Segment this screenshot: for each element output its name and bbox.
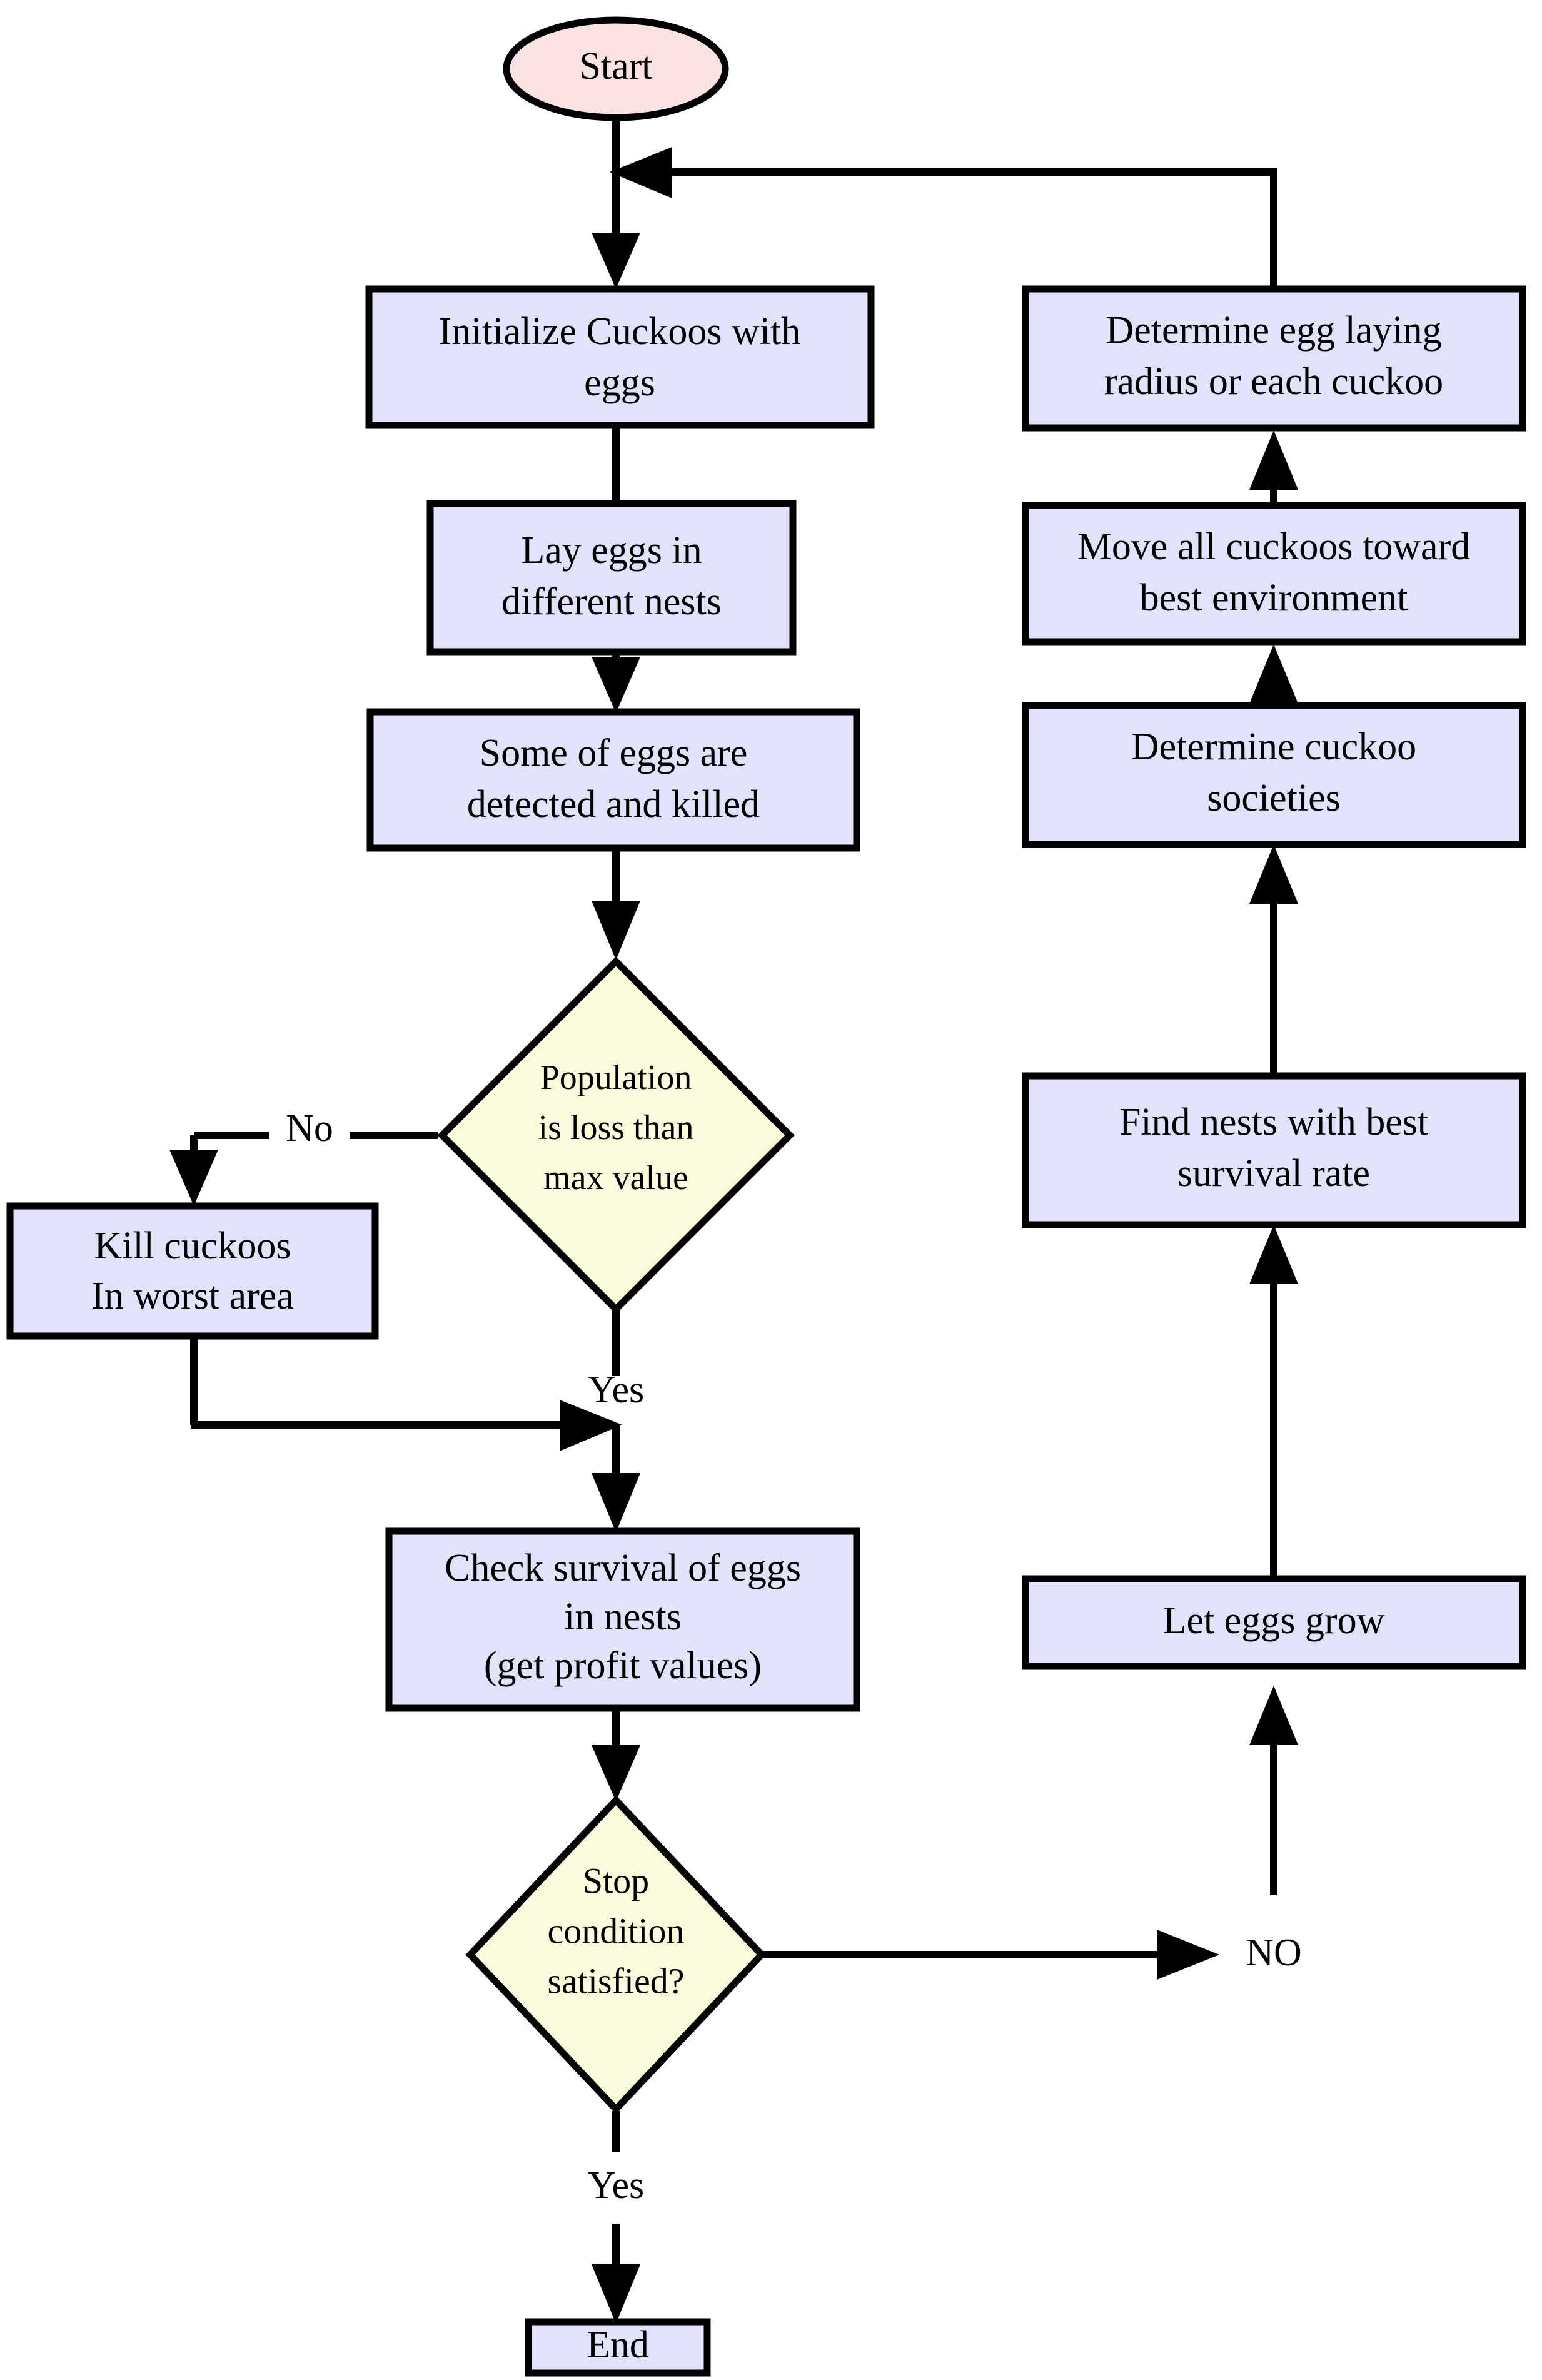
node-start[interactable]: Start — [503, 16, 729, 121]
edge-label-population-no: No — [286, 1107, 333, 1150]
find-nests-line-1: Find nests with best — [1119, 1101, 1428, 1143]
edge-label-stop-yes: Yes — [588, 2164, 644, 2207]
kill-cuckoos-line-2: In worst area — [91, 1275, 294, 1317]
end-box[interactable] — [525, 2318, 711, 2377]
stop-condition-line-2: condition — [547, 1910, 684, 1951]
initialize-box[interactable] — [365, 285, 875, 429]
population-line-3: max value — [543, 1158, 688, 1197]
determine-radius-box[interactable] — [1022, 285, 1526, 432]
stop-condition-diamond[interactable] — [465, 1795, 767, 2115]
lay-eggs-line-2: different nests — [501, 580, 722, 623]
node-find-nests[interactable]: Find nests with best survival rate — [1022, 1072, 1526, 1228]
population-check-diamond[interactable] — [437, 956, 795, 1314]
end-label: End — [587, 2324, 649, 2366]
move-cuckoos-line-2: best environment — [1140, 577, 1408, 619]
connectors-layer — [169, 116, 1298, 2324]
node-determine-societies[interactable]: Determine cuckoo societies — [1022, 702, 1526, 848]
move-cuckoos-box[interactable] — [1022, 502, 1526, 646]
edge-lay-eggs-to-some-eggs — [592, 651, 640, 713]
node-population-check[interactable]: Population is loss than max value — [437, 956, 795, 1314]
stop-condition-line-1: Stop — [583, 1860, 649, 1901]
determine-radius-line-2: radius or each cuckoo — [1104, 360, 1443, 403]
find-nests-line-2: survival rate — [1177, 1152, 1370, 1195]
edge-some-eggs-to-population — [592, 848, 640, 960]
edge-label-population-yes: Yes — [588, 1369, 644, 1411]
lay-eggs-box[interactable] — [426, 500, 797, 656]
edge-no-riser-to-let-eggs-grow — [1249, 1686, 1298, 1895]
node-initialize[interactable]: Initialize Cuckoos with eggs — [365, 285, 875, 429]
node-some-eggs-killed[interactable]: Some of eggs are detected and killed — [366, 708, 860, 852]
node-kill-cuckoos[interactable]: Kill cuckoos In worst area — [6, 1202, 379, 1340]
edge-determine-radius-loopback — [610, 147, 1277, 288]
edge-let-eggs-grow-to-find-nests — [1249, 1225, 1298, 1582]
node-stop-condition[interactable]: Stop condition satisfied? — [465, 1795, 767, 2115]
determine-societies-line-2: societies — [1207, 777, 1341, 819]
check-survival-line-1: Check survival of eggs — [445, 1547, 801, 1589]
start-ellipse[interactable] — [503, 16, 729, 121]
edge-kill-cuckoos-to-merge — [190, 1335, 622, 1451]
check-survival-box[interactable] — [385, 1527, 860, 1712]
let-eggs-grow-line-1: Let eggs grow — [1163, 1599, 1385, 1642]
population-line-2: is loss than — [538, 1108, 694, 1147]
node-determine-radius[interactable]: Determine egg laying radius or each cuck… — [1022, 285, 1526, 432]
lay-eggs-line-1: Lay eggs in — [521, 529, 702, 572]
population-line-1: Population — [540, 1058, 692, 1097]
let-eggs-grow-box[interactable] — [1022, 1575, 1526, 1670]
edge-label-stop-no: NO — [1246, 1932, 1302, 1974]
determine-societies-line-1: Determine cuckoo — [1131, 726, 1416, 768]
edge-population-no-to-kill-cuckoos — [169, 1132, 438, 1206]
find-nests-box[interactable] — [1022, 1072, 1526, 1228]
edge-stop-no-right — [760, 1930, 1219, 1980]
start-label: Start — [579, 45, 652, 88]
move-cuckoos-line-1: Move all cuckoos toward — [1077, 525, 1470, 568]
kill-cuckoos-line-1: Kill cuckoos — [94, 1225, 291, 1267]
some-eggs-line-2: detected and killed — [467, 783, 760, 826]
kill-cuckoos-box[interactable] — [6, 1202, 379, 1340]
node-lay-eggs[interactable]: Lay eggs in different nests — [426, 500, 797, 656]
node-move-cuckoos[interactable]: Move all cuckoos toward best environment — [1022, 502, 1526, 646]
initialize-line-2: eggs — [584, 362, 655, 404]
edge-stop-yes-to-end — [592, 2111, 640, 2324]
check-survival-line-3: (get profit values) — [484, 1644, 762, 1687]
some-eggs-killed-box[interactable] — [366, 708, 860, 852]
node-let-eggs-grow[interactable]: Let eggs grow — [1022, 1575, 1526, 1670]
determine-societies-box[interactable] — [1022, 702, 1526, 848]
node-end[interactable]: End — [525, 2318, 711, 2377]
edge-check-survival-to-stop — [592, 1708, 640, 1801]
stop-condition-line-3: satisfied? — [547, 1960, 684, 2001]
node-check-survival[interactable]: Check survival of eggs in nests (get pro… — [385, 1527, 860, 1712]
initialize-line-1: Initialize Cuckoos with — [439, 310, 801, 353]
some-eggs-line-1: Some of eggs are — [480, 732, 748, 774]
edge-merge-to-check-survival — [592, 1425, 640, 1532]
check-survival-line-2: in nests — [564, 1596, 682, 1638]
determine-radius-line-1: Determine egg laying — [1106, 309, 1441, 352]
